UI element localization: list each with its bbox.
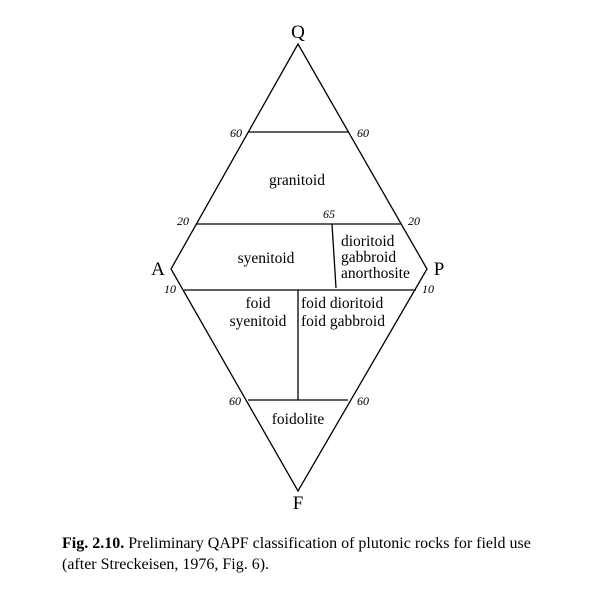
- tick-q60-right: 60: [357, 126, 369, 140]
- tick-f60-right: 60: [357, 394, 369, 408]
- field-dioritoid-line-2: gabbroid: [341, 249, 396, 266]
- field-foid-syenitoid-line-2: syenitoid: [230, 313, 287, 330]
- field-foid-dioritoid-line-2: foid gabbroid: [301, 313, 385, 330]
- caption-text: Preliminary QAPF classification of pluto…: [62, 535, 531, 573]
- qapf-diagram: Q A P F 60 60 20 20 65 10 10 60 60 grani…: [151, 22, 445, 514]
- tick-q20-left: 20: [177, 214, 189, 228]
- field-dioritoid-line-1: dioritoid: [341, 233, 395, 250]
- field-foid-syenitoid-line-1: foid: [246, 295, 271, 312]
- tick-f10-left: 10: [164, 282, 176, 296]
- field-granitoid: granitoid: [269, 172, 325, 189]
- tick-f10-right: 10: [422, 282, 434, 296]
- field-dioritoid-line-3: anorthosite: [341, 265, 410, 282]
- p65-boundary: [331, 223, 337, 289]
- apex-a-label: A: [151, 259, 165, 280]
- apex-p-label: P: [434, 259, 445, 280]
- field-foidolite: foidolite: [272, 411, 325, 428]
- caption-label: Fig. 2.10.: [62, 535, 125, 552]
- tick-p65: 65: [323, 207, 335, 221]
- field-syenitoid: syenitoid: [238, 250, 295, 267]
- tick-q60-left: 60: [230, 126, 242, 140]
- apex-q-label: Q: [291, 22, 305, 43]
- field-foid-dioritoid-line-1: foid dioritoid: [301, 295, 383, 312]
- tick-f60-left: 60: [229, 394, 241, 408]
- qapf-outline: [170, 42, 428, 493]
- apex-f-label: F: [293, 493, 304, 514]
- figure-caption: Fig. 2.10. Preliminary QAPF classificati…: [62, 533, 562, 575]
- tick-q20-right: 20: [408, 214, 420, 228]
